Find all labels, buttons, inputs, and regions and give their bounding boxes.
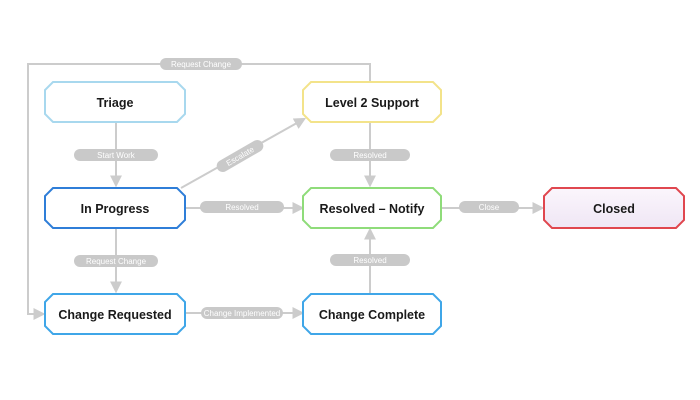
node-in-progress-label: In Progress: [81, 202, 150, 216]
edge-close: Close: [441, 201, 545, 214]
edge-resolved-from-in-progress: Resolved: [184, 201, 305, 214]
node-level2-support-label: Level 2 Support: [325, 96, 420, 110]
node-triage: Triage: [44, 81, 186, 123]
edge-label-request-change-loop: Request Change: [171, 60, 232, 69]
node-in-progress-shape: [44, 187, 186, 229]
edge-request-change: Request Change: [74, 229, 158, 294]
node-change-complete-label: Change Complete: [319, 308, 425, 322]
edge-label-resolved-from-change-complete: Resolved: [353, 256, 386, 265]
node-triage-shape: [44, 81, 186, 123]
edge-resolved-from-level2: Resolved: [330, 122, 410, 188]
edge-label-close: Close: [479, 203, 500, 212]
node-resolved-notify: Resolved – Notify: [302, 187, 442, 229]
edge-escalate: Escalate: [180, 117, 307, 189]
edge-label-request-change: Request Change: [86, 257, 147, 266]
node-triage-label: Triage: [97, 96, 134, 110]
node-closed-shape: [543, 187, 685, 229]
node-change-requested: Change Requested: [44, 293, 186, 335]
edge-request-change-loop: Request Change: [27, 58, 371, 320]
node-level2-support: Level 2 Support: [302, 81, 442, 123]
node-in-progress: In Progress: [44, 187, 186, 229]
node-closed: Closed: [543, 187, 685, 229]
edge-label-resolved-from-in-progress: Resolved: [225, 203, 258, 212]
node-level2-support-shape: [302, 81, 442, 123]
node-change-requested-label: Change Requested: [58, 308, 171, 322]
edge-label-resolved-from-level2: Resolved: [353, 151, 386, 160]
edge-change-implemented: Change Implemented: [184, 307, 305, 319]
node-change-complete-shape: [302, 293, 442, 335]
edge-label-start-work: Start Work: [97, 151, 136, 160]
node-change-requested-shape: [44, 293, 186, 335]
node-change-complete: Change Complete: [302, 293, 442, 335]
node-resolved-notify-label: Resolved – Notify: [320, 202, 425, 216]
edge-start-work: Start Work: [74, 122, 158, 188]
node-closed-label: Closed: [593, 202, 635, 216]
edge-resolved-from-change-complete: Resolved: [330, 227, 410, 293]
node-resolved-notify-shape: [302, 187, 442, 229]
edge-label-change-implemented: Change Implemented: [204, 309, 281, 318]
